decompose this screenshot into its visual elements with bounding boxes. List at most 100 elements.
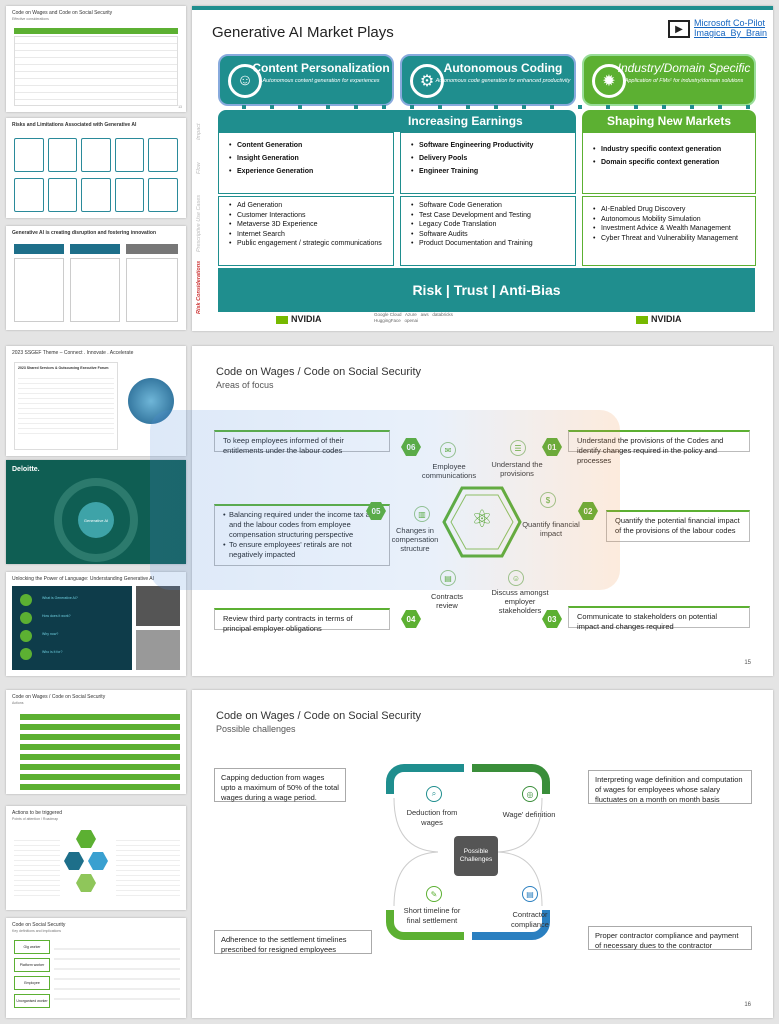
item: How does it work? (42, 614, 71, 618)
atom-icon: ⚛ (471, 506, 493, 533)
flow-item: Delivery Pools (411, 152, 565, 165)
partner-logo: Azure (405, 312, 417, 317)
thumb-title: 2023 SSGEF Theme – Connect . Innovate . … (12, 350, 134, 356)
row-label: Employee (14, 976, 50, 990)
usecase-box-coding: Software Code GenerationTest Case Develo… (400, 196, 576, 266)
thumb-code-on-wages[interactable]: Code on Wages and Code on Social Securit… (6, 6, 186, 112)
central-hexagon (442, 486, 522, 558)
thumb-unlocking-language[interactable]: Unlocking the Power of Language: Underst… (6, 572, 186, 676)
nvidia-logo: NVIDIA (276, 314, 322, 324)
badge-02: 02 (578, 502, 598, 520)
col-head-desc: Autonomous content generation for experi… (262, 78, 380, 84)
document-icon: ▤ (440, 570, 456, 586)
slide-subtitle: Possible challenges (216, 724, 296, 734)
usecase-item: Software Audits (411, 230, 565, 240)
thumb-subtitle: Actions (12, 701, 24, 705)
thumb-title: Code on Social Security (12, 922, 66, 928)
thumb-actions-triggered[interactable]: Actions to be triggered Points of attent… (6, 806, 186, 910)
badge-01: 01 (542, 438, 562, 456)
band-shaping-new-markets: Shaping New Markets (582, 110, 756, 132)
book-icon: ☰ (510, 440, 526, 456)
thumb-subtitle: Points of attention / Roadmap (12, 817, 59, 821)
thumb-social-security-defs[interactable]: Code on Social Security Key definitions … (6, 918, 186, 1018)
thumb-genai-disruption[interactable]: Generative AI is creating disruption and… (6, 226, 186, 330)
center-challenges-box: Possible Challenges (454, 836, 498, 876)
usecase-item: Customer Interactions (229, 211, 383, 221)
label-contracts-review: Contracts review (430, 592, 464, 610)
thumb-title: Generative AI is creating disruption and… (12, 230, 157, 236)
usecase-item: Public engagement / strategic communicat… (229, 239, 383, 249)
thumb-title: Code on Wages / Code on Social Security (12, 694, 106, 700)
slide-possible-challenges[interactable]: Code on Wages / Code on Social Security … (192, 690, 773, 1018)
col-head-label: Industry/Domain Specific (617, 61, 751, 75)
slide-genai-market-plays[interactable]: Generative AI Market Plays ▶ Microsoft C… (192, 6, 773, 331)
row-label-flow: Flow (196, 162, 202, 174)
usecase-item: AI-Enabled Drug Discovery (593, 205, 745, 215)
badge-05: 05 (366, 502, 386, 520)
flow-item: Industry specific context generation (593, 143, 745, 156)
col-head-desc: Application of FMs¹ for industry/domain … (624, 78, 744, 84)
thumb-title: Code on Wages and Code on Social Securit… (12, 10, 113, 16)
label-wage-definition: Wage' definition (502, 810, 556, 819)
partner-logo: HuggingFace (374, 318, 401, 323)
thumb-risks-limitations[interactable]: Risks and Limitations Associated with Ge… (6, 118, 186, 218)
challenges-diagram (386, 764, 550, 940)
logo-line-1: Microsoft Co-Pilot (694, 18, 766, 28)
row-label-usecases: Prescriptive Use Cases (196, 194, 202, 252)
bulb-icon: ✹ (592, 64, 626, 98)
thumb-title: Risks and Limitations Associated with Ge… (12, 122, 137, 128)
flow-item: Experience Generation (229, 165, 383, 178)
row-label-impact: Impact (196, 123, 202, 140)
chat-icon: ✉ (440, 442, 456, 458)
center-label: Generative AI (78, 502, 114, 538)
flow-item: Insight Generation (229, 152, 383, 165)
flow-box-content: Content GenerationInsight GenerationExpe… (218, 132, 394, 194)
risk-banner: Risk | Trust | Anti-Bias (218, 268, 755, 312)
focus-box-03: Communicate to stakeholders on potential… (568, 606, 750, 631)
row-label: Platform worker (14, 958, 50, 972)
item: Why now? (42, 632, 59, 636)
partner-logo: databricks (432, 312, 453, 317)
label-discuss-stakeholders: Discuss amongst employer stakeholders (491, 588, 549, 615)
col-head-label: Content Personalization (252, 61, 390, 75)
partner-logo: openai (404, 318, 419, 323)
slide-areas-of-focus[interactable]: Code on Wages / Code on Social Security … (192, 346, 773, 676)
row-label: Gig worker (14, 940, 50, 954)
row-label-risk: Risk Considerations (196, 260, 202, 314)
people-icon: ☺ (228, 64, 262, 98)
col-head-industry: ✹ Industry/Domain Specific Application o… (582, 54, 756, 106)
badge-04: 04 (401, 610, 421, 628)
usecase-item: Ad Generation (229, 201, 383, 211)
usecase-item: Legacy Code Translation (411, 220, 565, 230)
usecase-item: Product Documentation and Training (411, 239, 565, 249)
flow-item: Engineer Training (411, 165, 565, 178)
gears-icon: ⚙ (410, 64, 444, 98)
item: What is Generative AI? (42, 596, 78, 600)
usecase-box-industry: AI-Enabled Drug DiscoveryAutonomous Mobi… (582, 196, 756, 266)
slide-title: Code on Wages / Code on Social Security (216, 366, 422, 378)
thumb-code-actions[interactable]: Code on Wages / Code on Social Security … (6, 690, 186, 794)
logo-line-2: Imagica_By_Brain (694, 28, 768, 38)
target-icon: ◎ (522, 786, 538, 802)
col-head-content: ☺ Content Personalization Autonomous con… (218, 54, 394, 106)
thumb-ssgef-theme[interactable]: 2023 SSGEF Theme – Connect . Innovate . … (6, 346, 186, 456)
challenge-box-settlement: Adherence to the settlement timelines pr… (214, 930, 372, 954)
deloitte-logo: Deloitte. (12, 466, 40, 473)
item: Who is it for? (42, 650, 63, 654)
nvidia-logo: NVIDIA (636, 314, 682, 324)
comment-icon: ✎ (426, 886, 442, 902)
usecase-item: Investment Advice & Wealth Management (593, 224, 745, 234)
label-quantify-impact: Quantify financial impact (522, 520, 580, 538)
thumb-deloitte-genai[interactable]: Deloitte. Generative AI (6, 460, 186, 564)
usecase-item: Metaverse 3D Experience (229, 220, 383, 230)
usecase-item: Autonomous Mobility Simulation (593, 215, 745, 225)
label-understand-provisions: Understand the provisions (491, 460, 543, 478)
focus-box-04: Review third party contracts in terms of… (214, 608, 390, 633)
people-icon: ☺ (508, 570, 524, 586)
label-compensation-structure: Changes in compensation structure (391, 526, 439, 553)
money-icon: $ (540, 492, 556, 508)
label-deduction: Deduction from wages (406, 808, 458, 827)
row-label: Unorganised worker (14, 994, 50, 1008)
usecase-item: Test Case Development and Testing (411, 211, 565, 221)
col-head-coding: ⚙ Autonomous Coding Autonomous code gene… (400, 54, 576, 106)
